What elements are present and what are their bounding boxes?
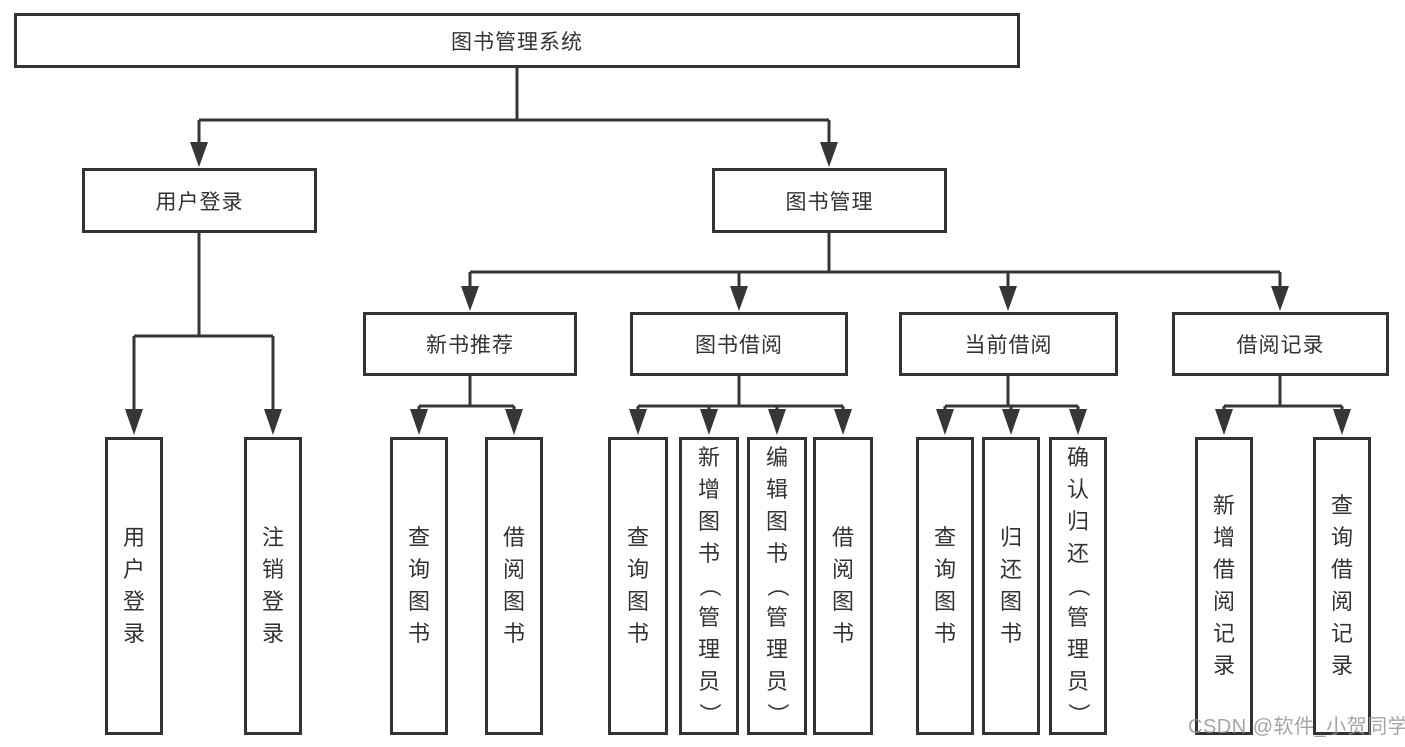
connector-user-login: [132, 233, 275, 413]
connector-book-mgmt: [468, 233, 1282, 290]
leaf-current-return-books: 归还图书: [982, 437, 1040, 735]
node-borrowing-records: 借阅记录: [1172, 312, 1389, 376]
node-current-borrowing: 当前借阅: [899, 312, 1118, 376]
connector-book-borrow: [636, 376, 845, 413]
leaf-user-login: 用户登录: [105, 437, 163, 735]
node-book-borrowing: 图书借阅: [630, 312, 848, 376]
leaf-borrow-borrow-books: 借阅图书: [813, 437, 873, 735]
leaf-current-query-books: 查询图书: [916, 437, 974, 735]
leaf-records-add-record: 新增借阅记录: [1195, 437, 1253, 735]
watermark: CSDN @软件_小贺同学: [1188, 716, 1405, 738]
connector-new-books: [417, 376, 516, 413]
node-library-system: 图书管理系统: [14, 13, 1020, 68]
leaf-newbook-borrow-books: 借阅图书: [485, 437, 543, 735]
node-new-book-recommend: 新书推荐: [363, 312, 577, 376]
leaf-current-confirm-return-admin: 确认归还（管理员）: [1049, 437, 1107, 735]
connector-borrow-records: [1222, 376, 1344, 413]
node-user-login: 用户登录: [82, 168, 317, 233]
arrowheads: [125, 142, 1351, 435]
leaf-newbook-query-books: 查询图书: [390, 437, 448, 735]
leaf-borrow-edit-books-admin: 编辑图书（管理员）: [747, 437, 807, 735]
connector-current-borrow: [943, 376, 1080, 413]
leaf-borrow-query-books: 查询图书: [608, 437, 668, 735]
leaf-logout-login: 注销登录: [244, 437, 302, 735]
leaf-records-query-record: 查询借阅记录: [1313, 437, 1371, 735]
node-book-management: 图书管理: [712, 168, 947, 233]
connector-root: [197, 68, 831, 146]
leaf-borrow-add-books-admin: 新增图书（管理员）: [679, 437, 739, 735]
